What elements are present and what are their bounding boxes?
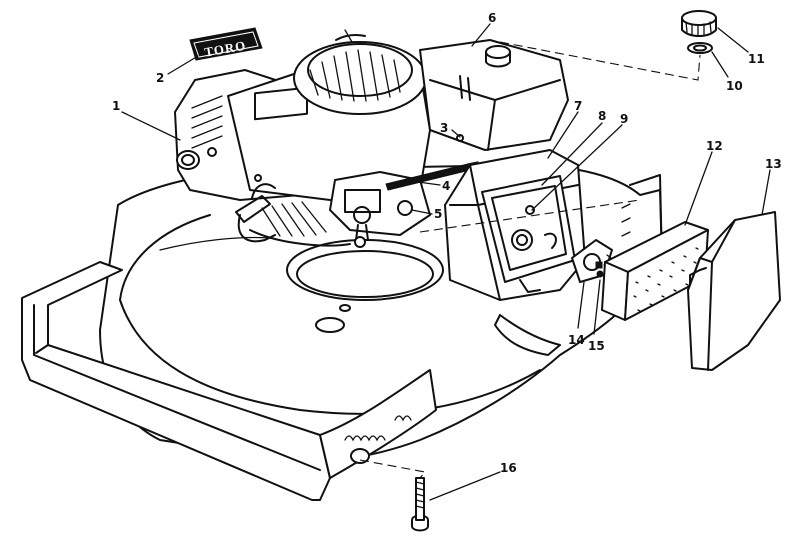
callout-11: 11 xyxy=(748,52,765,66)
deck-bolt xyxy=(411,477,429,532)
callout-4: 4 xyxy=(442,179,450,193)
brand-plate: TORO xyxy=(189,27,263,61)
air-cleaner-cover xyxy=(687,211,781,371)
callout-10: 10 xyxy=(726,79,743,93)
callout-12: 12 xyxy=(706,139,723,153)
callout-15: 15 xyxy=(588,339,605,353)
callout-3: 3 xyxy=(440,121,448,135)
callout-1: 1 xyxy=(112,99,120,113)
callout-6: 6 xyxy=(488,11,496,25)
assembly-dashed-lines xyxy=(359,41,701,479)
engine xyxy=(174,29,431,201)
fuel-cap xyxy=(681,10,717,37)
deck-front-lip xyxy=(21,261,437,501)
foam-filter-element xyxy=(601,221,709,321)
air-cleaner-body xyxy=(444,149,586,301)
callout-numbers: 1 2 3 4 5 6 7 8 9 10 11 12 13 14 15 16 xyxy=(112,11,782,475)
callout-14: 14 xyxy=(568,333,585,347)
callout-2: 2 xyxy=(156,71,164,85)
engine-fins xyxy=(249,201,351,247)
callout-13: 13 xyxy=(765,157,782,171)
callout-5: 5 xyxy=(434,207,442,221)
fuel-cap-gasket xyxy=(687,42,713,54)
callout-9: 9 xyxy=(620,112,628,126)
brand-logo-text: TORO xyxy=(203,38,247,60)
fuel-tank xyxy=(419,39,569,151)
carburetor xyxy=(329,171,431,248)
callout-16: 16 xyxy=(500,461,517,475)
leader-lines xyxy=(121,23,771,501)
callout-7: 7 xyxy=(574,99,582,113)
callout-8: 8 xyxy=(598,109,606,123)
air-cleaner-gasket xyxy=(571,239,616,283)
spark-plug-wire xyxy=(235,183,276,243)
